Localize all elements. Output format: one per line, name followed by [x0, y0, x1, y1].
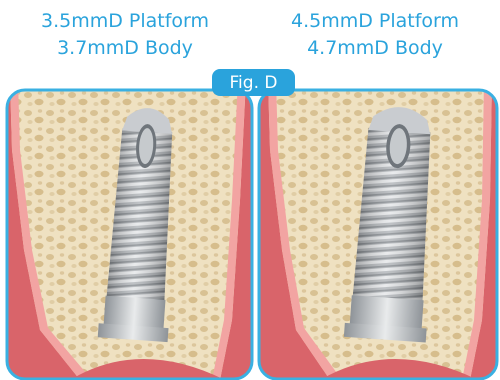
- right-panel: [255, 80, 500, 380]
- left-panel: [0, 80, 260, 380]
- figure-tag: Fig. D: [212, 69, 295, 96]
- figure-tag-label: Fig. D: [230, 73, 278, 93]
